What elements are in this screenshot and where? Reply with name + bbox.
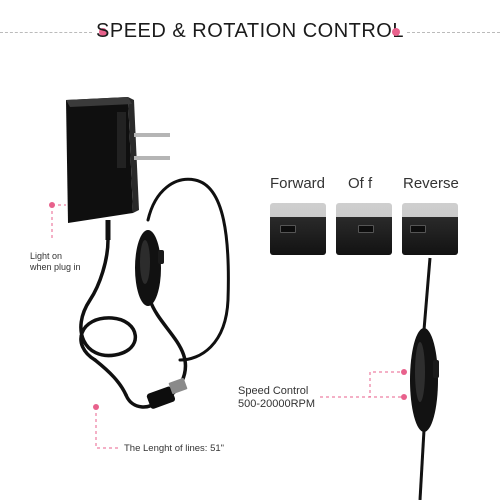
length-callout-dot bbox=[93, 404, 99, 410]
switch-body bbox=[402, 217, 458, 255]
speed-callout-dot-2 bbox=[401, 394, 407, 400]
light-on-line2: when plug in bbox=[30, 262, 81, 272]
speed-control-label: Speed Control 500-20000RPM bbox=[238, 385, 315, 411]
mode-forward-label: Forward bbox=[270, 175, 326, 192]
switch-knob bbox=[358, 225, 374, 233]
inline-switch-left bbox=[135, 230, 164, 306]
speed-callout-dot bbox=[401, 369, 407, 375]
speed-controller-cable bbox=[410, 257, 439, 500]
switch-body bbox=[336, 217, 392, 255]
mode-off-image bbox=[336, 203, 392, 255]
title-bar: SPEED & ROTATION CONTROL bbox=[0, 14, 500, 50]
speed-control-line2: 500-20000RPM bbox=[238, 398, 316, 410]
mode-off-label: Of f bbox=[348, 175, 373, 192]
title-right-dot bbox=[392, 28, 400, 36]
speed-control-line1: Speed Control bbox=[238, 385, 309, 397]
switch-knob bbox=[410, 225, 426, 233]
title-left-dot bbox=[99, 28, 107, 36]
switch-knob bbox=[280, 225, 296, 233]
mode-forward-image bbox=[270, 203, 326, 255]
light-on-label: Light on when plug in bbox=[30, 251, 81, 273]
page-title: SPEED & ROTATION CONTROL bbox=[96, 20, 404, 42]
title-left-dashes bbox=[0, 32, 92, 33]
light-callout-dot bbox=[49, 202, 55, 208]
barrel-connector bbox=[146, 377, 188, 409]
mode-reverse-image bbox=[402, 203, 458, 255]
mode-reverse-label: Reverse bbox=[403, 175, 459, 192]
cable-length-label: The Lenght of lines: 51" bbox=[124, 443, 225, 454]
power-adapter bbox=[66, 97, 170, 240]
light-on-line1: Light on bbox=[30, 251, 63, 261]
title-right-dashes bbox=[407, 32, 500, 33]
switch-body bbox=[270, 217, 326, 255]
